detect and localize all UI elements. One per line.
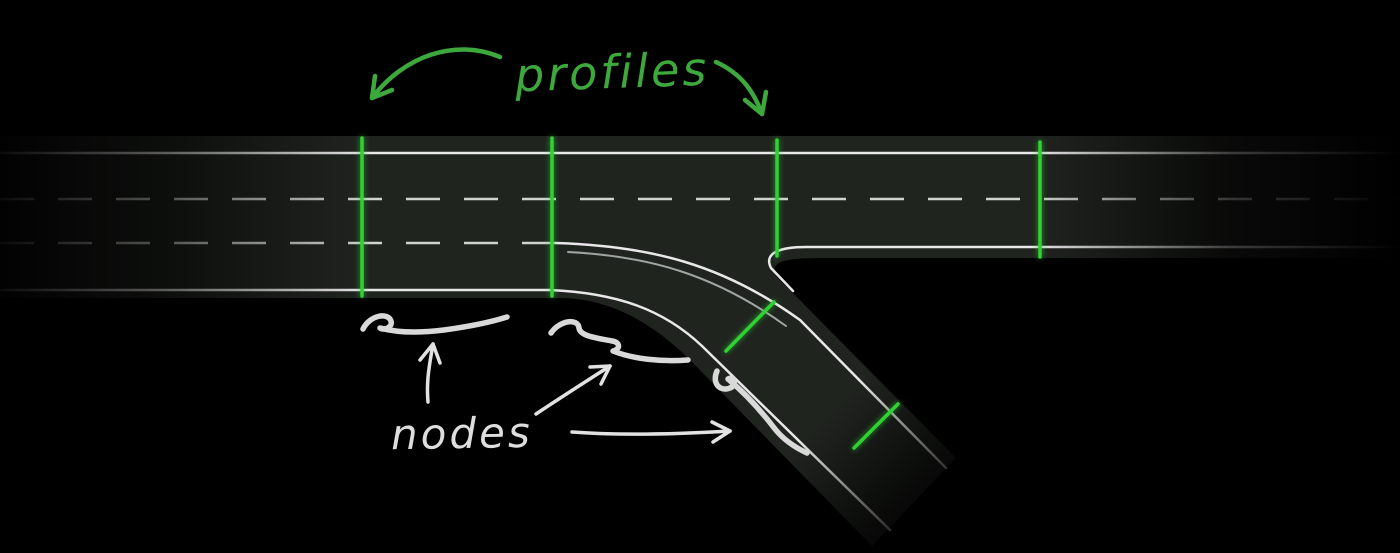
- fade-left: [0, 120, 372, 315]
- profiles-annotation: profiles: [369, 42, 769, 117]
- arrow-to-node-3-icon: [570, 420, 732, 444]
- road-fades: [0, 120, 1400, 553]
- arrow-to-node-1-icon: [418, 342, 442, 404]
- profile-lines: [360, 136, 1042, 450]
- nodes-label: nodes: [391, 408, 534, 459]
- profile-line-ramp-2: [852, 402, 900, 450]
- node-mark-2: [548, 319, 691, 364]
- arrow-to-left-profile-icon: [369, 47, 503, 101]
- fade-ramp-end: [690, 290, 1110, 553]
- node-mark-1: [360, 313, 510, 335]
- fade-right: [1030, 120, 1400, 275]
- nodes-annotation: nodes: [391, 342, 732, 459]
- arrow-to-node-2-icon: [534, 364, 612, 416]
- node-mark-3: [712, 368, 810, 456]
- profiles-label: profiles: [513, 42, 710, 103]
- node-marks: [360, 313, 810, 456]
- profile-line-ramp-1: [724, 300, 776, 353]
- arrow-to-right-profile-icon: [713, 59, 769, 117]
